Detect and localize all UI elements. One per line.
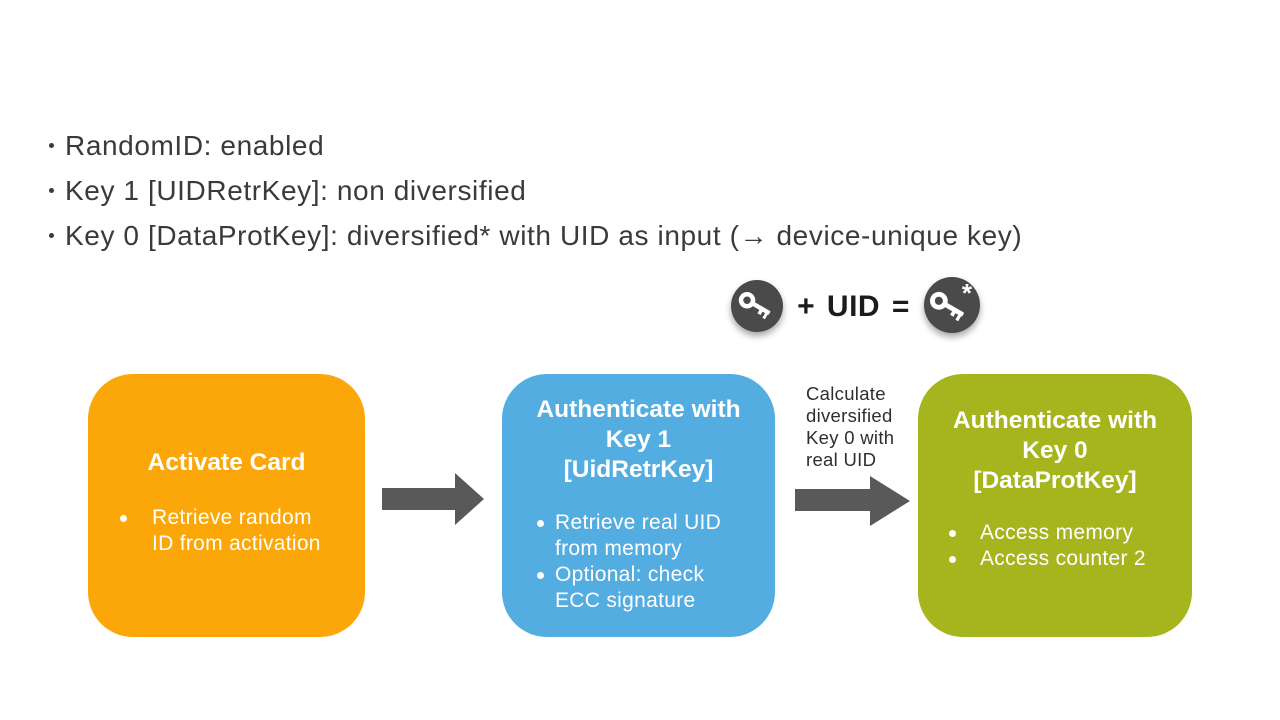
bullet-text: Key 0 [DataProtKey]: diversified* with U… — [65, 219, 1023, 251]
box-bullet-list: Access memory Access counter 2 — [918, 520, 1192, 572]
top-bullet-list: RandomID: enabled Key 1 [UIDRetrKey]: no… — [46, 123, 1022, 258]
box-bullet-item: Retrieve real UID from memory — [502, 510, 775, 562]
bullet-dot — [949, 530, 956, 537]
bullet-dot — [49, 233, 54, 238]
box-bullet-list: Retrieve real UID from memory Optional: … — [502, 510, 775, 614]
bullet-text: Key 1 [UIDRetrKey]: non diversified — [65, 174, 527, 206]
diversified-key-icon: * — [924, 277, 980, 333]
bullet-item-key0: Key 0 [DataProtKey]: diversified* with U… — [46, 213, 1022, 258]
box-bullet-text: Access memory — [980, 521, 1134, 544]
bullet-dot — [120, 515, 127, 522]
box-bullet-item: Retrieve random ID from activation — [88, 505, 365, 557]
box-bullet-text: Optional: check ECC signature — [555, 563, 705, 612]
bullet-item-key1: Key 1 [UIDRetrKey]: non diversified — [46, 168, 1022, 213]
equation-text: + UID = — [797, 290, 910, 323]
box-bullet-item: Access memory — [918, 520, 1192, 546]
arrow-label: Calculate diversified Key 0 with real UI… — [806, 383, 895, 470]
box-bullet-text: Retrieve real UID from memory — [555, 511, 722, 560]
box-bullet-item: Optional: check ECC signature — [502, 562, 775, 614]
bullet-dot — [49, 143, 54, 148]
arrow-right-icon — [795, 476, 910, 526]
box-bullet-text: Access counter 2 — [980, 547, 1146, 570]
authenticate-key0-box: Authenticate with Key 0 [DataProtKey] Ac… — [918, 374, 1192, 637]
bullet-dot — [537, 520, 544, 527]
bullet-dot — [537, 572, 544, 579]
bullet-item-randomid: RandomID: enabled — [46, 123, 1022, 168]
box-bullet-list: Retrieve random ID from activation — [88, 505, 365, 557]
key-icon — [731, 280, 783, 332]
bullet-dot — [49, 188, 54, 193]
asterisk-mark: * — [961, 278, 972, 308]
bullet-text: RandomID: enabled — [65, 129, 325, 161]
box-bullet-item: Access counter 2 — [918, 546, 1192, 572]
box-title: Activate Card — [147, 449, 306, 476]
bullet-dot — [949, 556, 956, 563]
authenticate-key1-box: Authenticate with Key 1 [UidRetrKey] Ret… — [502, 374, 775, 637]
activate-card-box: Activate Card Retrieve random ID from ac… — [88, 374, 365, 637]
arrow-right-icon — [382, 473, 484, 525]
box-title: Authenticate with Key 1 [UidRetrKey] — [536, 396, 741, 483]
box-bullet-text: Retrieve random ID from activation — [152, 506, 321, 555]
box-title: Authenticate with Key 0 [DataProtKey] — [952, 407, 1158, 494]
